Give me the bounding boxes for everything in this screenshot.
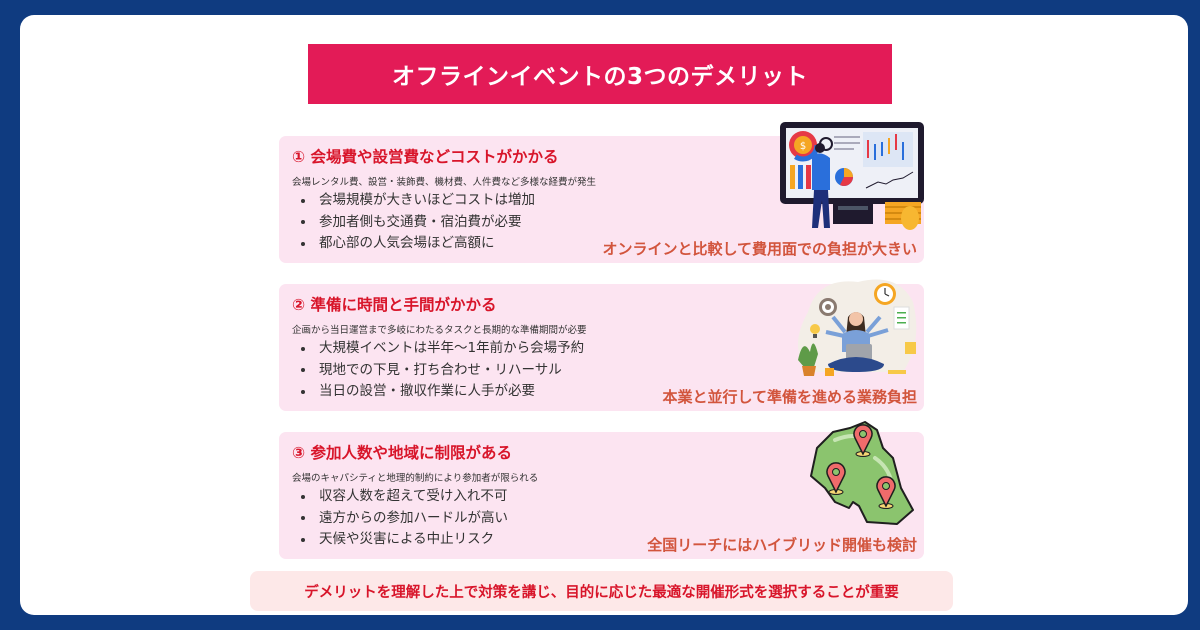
bullet-icon [301,389,305,394]
list-item: 遠方からの参加ハードルが高い [301,508,508,530]
page-title: オフラインイベントの3つのデメリット [391,64,808,90]
bullet-list: 会場規模が大きいほどコストは増加 参加者側も交通費・宿泊費が必要 都心部の人気会… [301,190,535,255]
bullet-list: 収容人数を超えて受け入れ不可 遠方からの参加ハードルが高い 天候や災害による中止… [301,486,508,551]
bullet-icon [301,198,305,203]
multitasking-woman-illustration [798,279,917,376]
card-callout: 本業と並行して準備を進める業務負担 [662,388,917,406]
summary-text: デメリットを理解した上で対策を講じ、目的に応じた最適な開催形式を選択することが重… [304,584,899,601]
list-item: 天候や災害による中止リスク [301,529,508,551]
list-item: 会場規模が大きいほどコストは増加 [301,190,535,212]
card-callout: オンラインと比較して費用面での負担が大きい [602,240,917,258]
bullet-icon [301,346,305,351]
title-banner: オフラインイベントの3つのデメリット [308,44,892,104]
bullet-icon [301,220,305,225]
map-pins-illustration [810,421,914,525]
map-pin-icon [876,476,896,509]
bullet-icon [301,241,305,246]
demerit-card-capacity: ③ 参加人数や地域に制限がある 会場のキャパシティと地理的制約により参加者が限ら… [279,432,924,559]
bullet-icon [301,537,305,542]
list-item: 現地での下見・打ち合わせ・リハーサル [301,360,584,382]
svg-text:$: $ [800,141,806,152]
list-item: 参加者側も交通費・宿泊費が必要 [301,212,535,234]
bullet-list: 大規模イベントは半年〜1年前から会場予約 現地での下見・打ち合わせ・リハーサル … [301,338,584,403]
summary-footer: デメリットを理解した上で対策を講じ、目的に応じた最適な開催形式を選択することが重… [250,571,953,611]
card-description: 企画から当日運営まで多岐にわたるタスクと長期的な準備期間が必要 [292,325,587,336]
list-item: 大規模イベントは半年〜1年前から会場予約 [301,338,584,360]
card-heading: ① 会場費や設営費などコストがかかる [292,148,559,166]
list-item: 当日の設営・撤収作業に人手が必要 [301,381,584,403]
bullet-icon [301,516,305,521]
bullet-icon [301,368,305,373]
map-pin-icon [826,462,846,495]
card-callout: 全国リーチにはハイブリッド開催も検討 [647,536,917,554]
analyst-monitor-illustration: $ [780,122,924,230]
card-description: 会場のキャパシティと地理的制約により参加者が限られる [292,473,539,484]
card-description: 会場レンタル費、設営・装飾費、機材費、人件費など多様な経費が発生 [292,177,597,188]
card-heading: ③ 参加人数や地域に制限がある [292,444,513,462]
map-pin-icon [853,424,873,457]
card-heading: ② 準備に時間と手間がかかる [292,296,497,314]
bullet-icon [301,494,305,499]
list-item: 収容人数を超えて受け入れ不可 [301,486,508,508]
list-item: 都心部の人気会場ほど高額に [301,233,535,255]
